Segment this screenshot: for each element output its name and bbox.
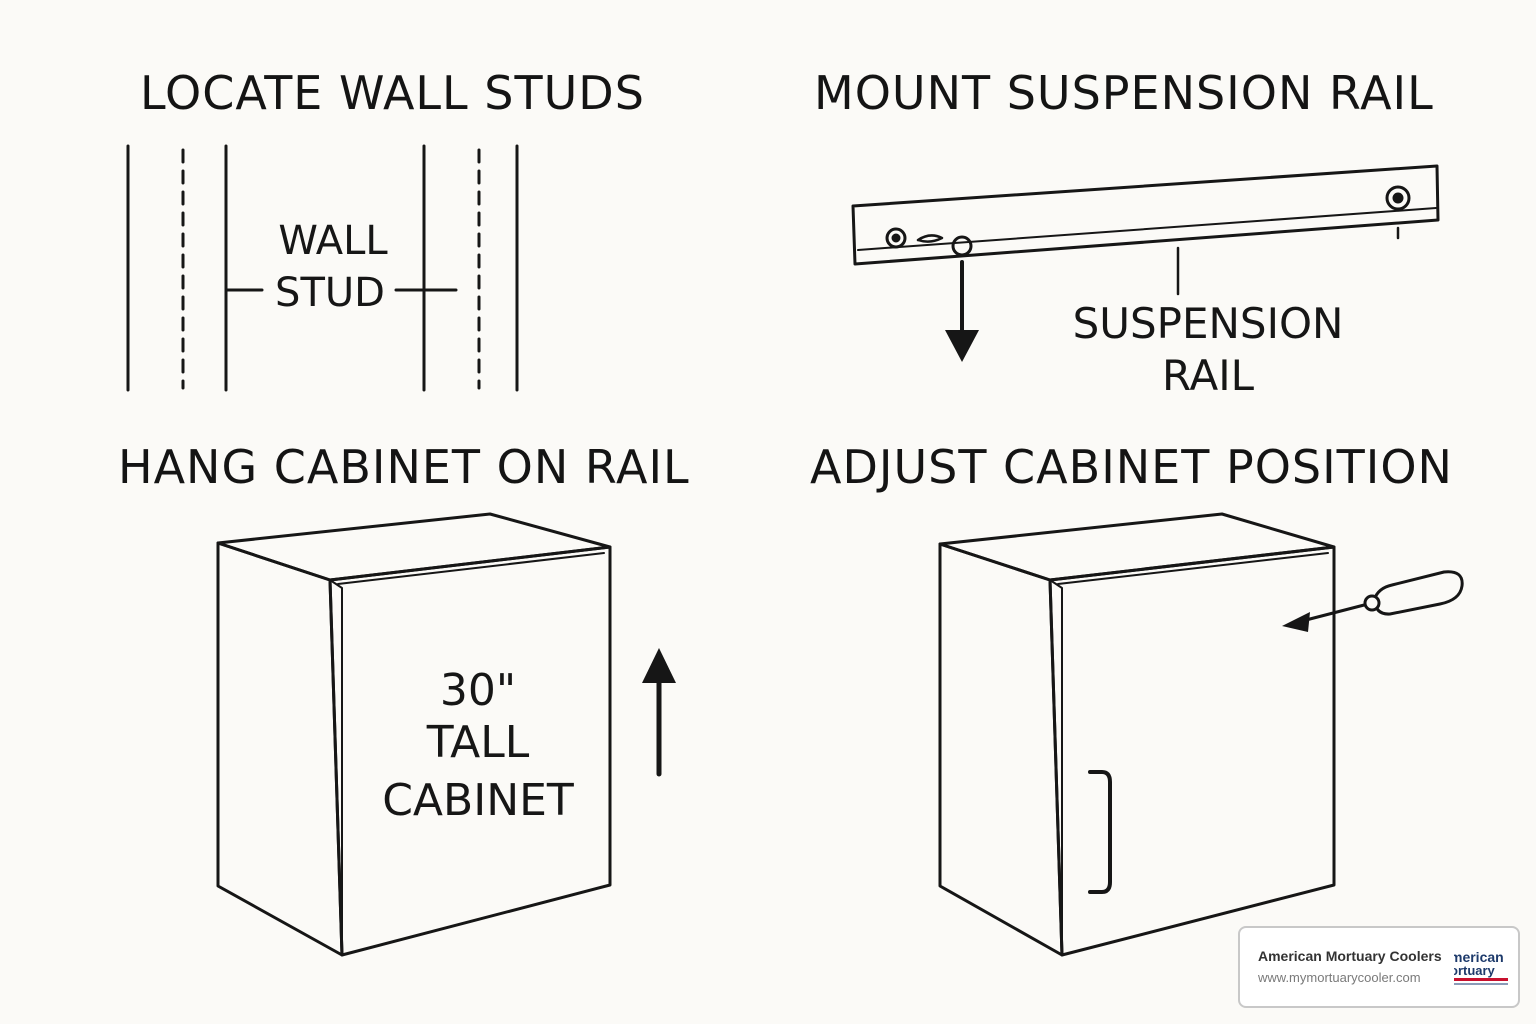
cabinet-drawing-hang (216, 512, 662, 957)
badge-logo-line1: merican (1454, 949, 1504, 965)
company-logo-icon: merican ortuary (1454, 942, 1508, 994)
cabinet-handle (1088, 770, 1112, 894)
sponsor-badge[interactable]: American Mortuary Coolers www.mymortuary… (1238, 926, 1520, 1008)
screw-hole-icon (1385, 185, 1411, 211)
cabinet-label-line1: 30" (440, 665, 516, 716)
screwdriver-arrow-icon (1282, 612, 1310, 632)
stud-label-line1: WALL (278, 218, 388, 264)
rail-label-line1: SUSPENSION (1073, 299, 1344, 348)
down-arrow-icon (945, 330, 979, 362)
cabinet-drawing-adjust (938, 512, 1464, 957)
screw-hole-icon (885, 227, 907, 249)
screwdriver-handle (1372, 570, 1464, 616)
badge-logo-stripe-secondary (1454, 983, 1508, 985)
step-title-hang-cabinet: HANG CABINET ON RAIL (118, 440, 690, 494)
badge-company-name: American Mortuary Coolers (1258, 948, 1442, 964)
badge-logo-line2: ortuary (1454, 963, 1495, 978)
step-title-mount-rail: MOUNT SUSPENSION RAIL (814, 66, 1434, 120)
rail-label-line2: RAIL (1162, 351, 1255, 400)
step-title-adjust-cabinet: ADJUST CABINET POSITION (810, 440, 1453, 494)
screwdriver-shaft (1304, 602, 1370, 622)
cabinet-front (1048, 545, 1336, 957)
up-arrow-icon (642, 648, 676, 683)
step-title-locate-studs: LOCATE WALL STUDS (140, 66, 645, 120)
wall-studs-drawing (126, 144, 519, 392)
stud-label-line2: STUD (275, 270, 385, 316)
screwdriver-collar (1363, 594, 1381, 612)
cabinet-front (328, 545, 612, 957)
cabinet-label-line2: TALL (426, 717, 530, 768)
badge-url[interactable]: www.mymortuarycooler.com (1258, 970, 1421, 985)
cabinet-side (938, 542, 1064, 957)
cabinet-side (216, 541, 344, 957)
suspension-rail-drawing (851, 164, 1440, 336)
badge-logo-stripe (1454, 978, 1508, 981)
cabinet-label-line3: CABINET (382, 775, 574, 826)
screw-hole-icon (951, 235, 973, 257)
screw-icon (916, 234, 944, 243)
